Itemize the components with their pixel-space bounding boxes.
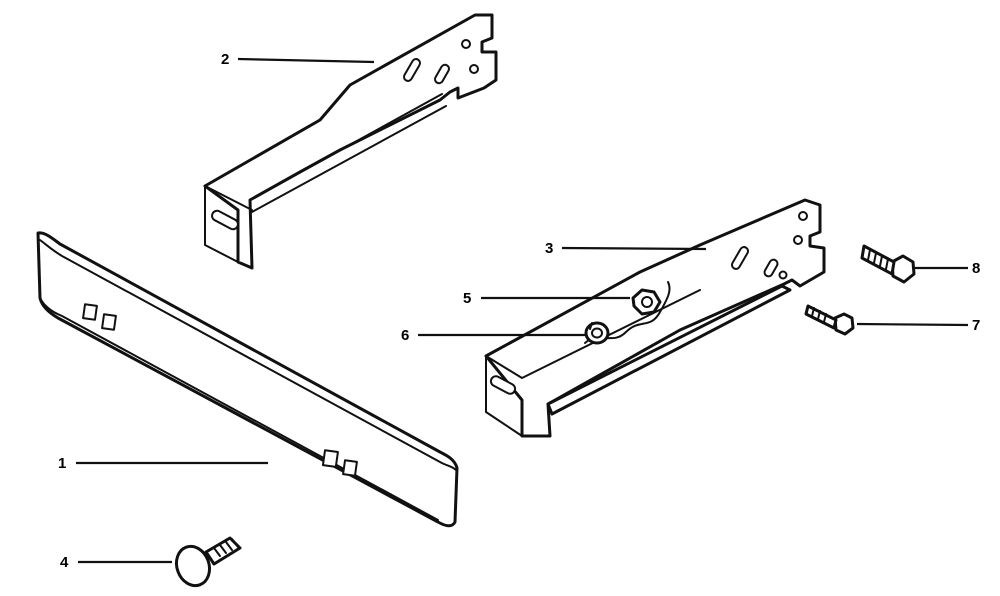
leader-lines [76, 57, 969, 564]
part-6-lock-washer [584, 321, 610, 345]
part-5-hex-nut [631, 288, 662, 316]
leader-line-2 [237, 57, 375, 64]
leader-line-3 [561, 246, 707, 251]
callout-7: 7 [972, 317, 980, 334]
part-7-small-hex-bolt [804, 304, 855, 336]
leader-line-7 [856, 322, 969, 327]
callout-3: 3 [545, 240, 553, 257]
callout-2: 2 [221, 51, 229, 68]
part-2-upper-bracket [203, 13, 498, 270]
callout-labels: 1 2 3 4 5 6 7 8 [58, 51, 980, 571]
part-1-bumper-plate [36, 231, 459, 528]
part-8-large-hex-bolt [860, 244, 916, 284]
callout-6: 6 [401, 327, 409, 344]
part-3-lower-bracket [484, 198, 826, 438]
callout-8: 8 [972, 260, 980, 277]
part-4-carriage-bolt [174, 536, 242, 588]
callout-1: 1 [58, 455, 66, 472]
callout-5: 5 [463, 290, 471, 307]
callout-4: 4 [60, 554, 69, 571]
